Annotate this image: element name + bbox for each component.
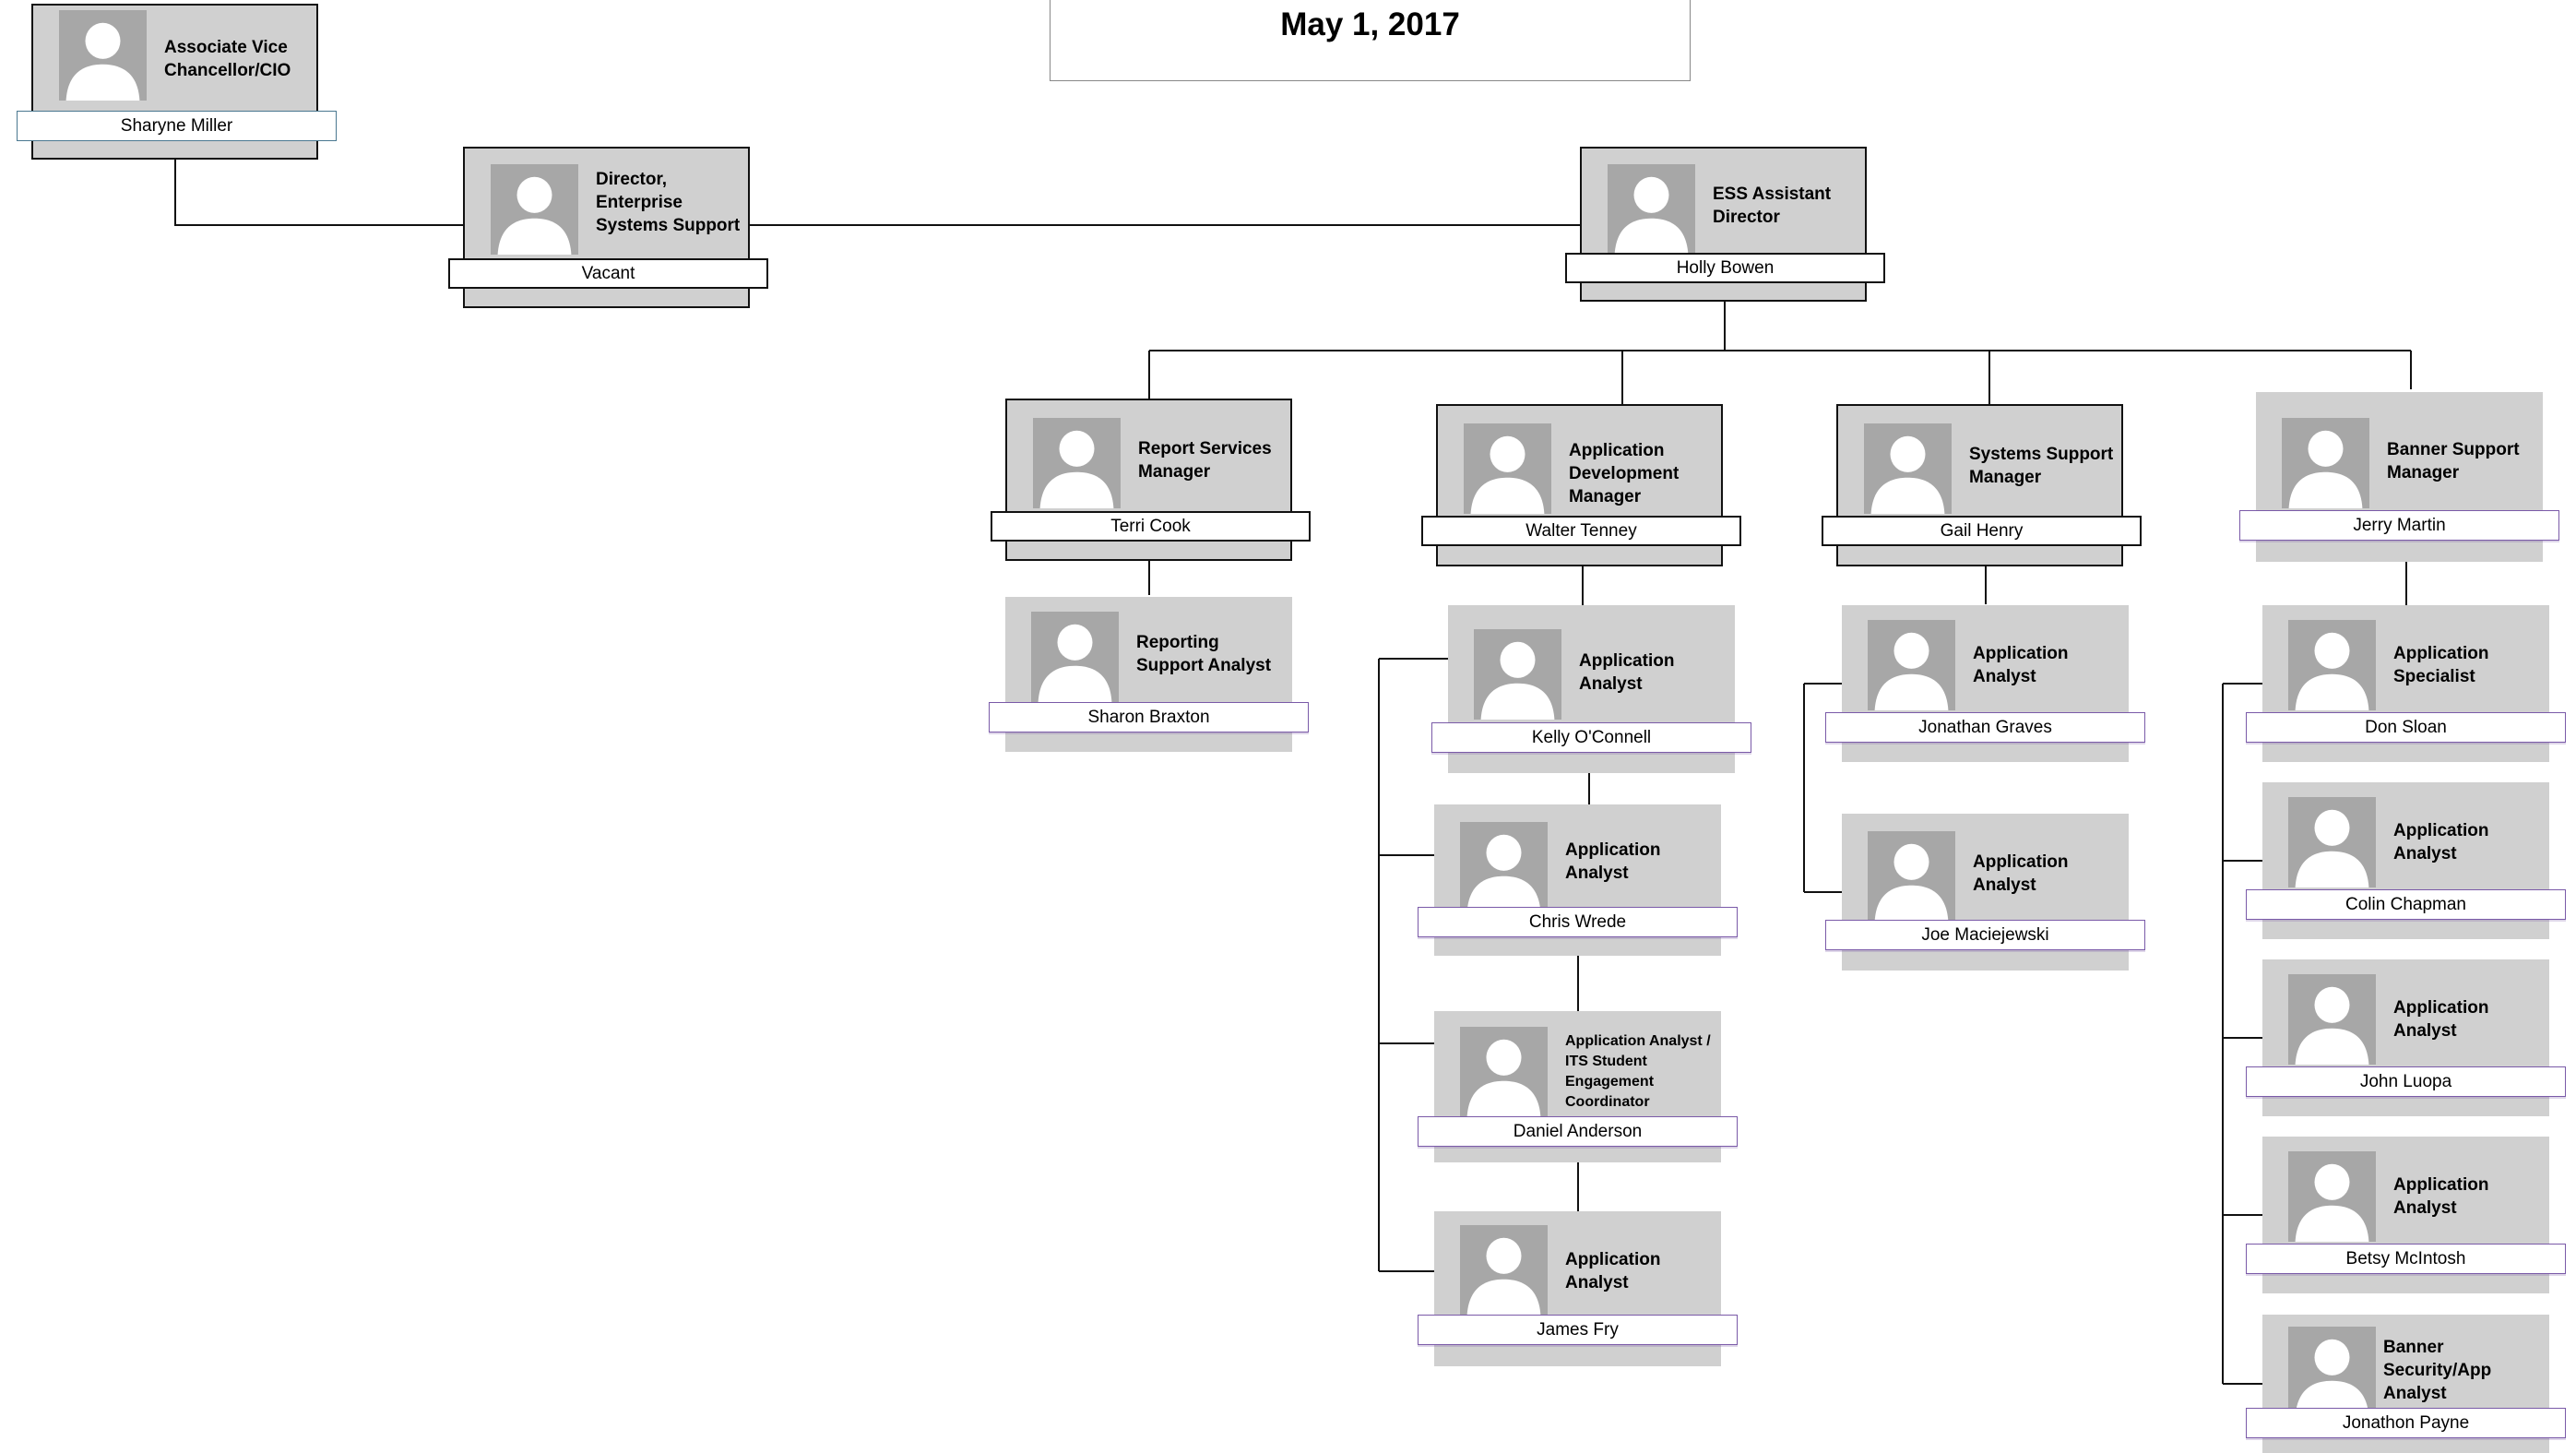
position-title: Application Analyst bbox=[2393, 1175, 2489, 1218]
position-name: Jonathan Graves bbox=[1825, 712, 2145, 743]
position-card-systems-support-manager[interactable]: Systems Support Manager Gail Henry bbox=[1822, 404, 2142, 566]
person-placeholder-icon bbox=[1460, 1225, 1548, 1316]
person-placeholder-icon bbox=[2288, 974, 2376, 1065]
position-name: Gail Henry bbox=[1822, 516, 2142, 546]
position-name: Terri Cook bbox=[991, 511, 1311, 542]
person-placeholder-icon bbox=[2288, 1151, 2376, 1242]
position-name: Daniel Anderson bbox=[1418, 1116, 1738, 1147]
position-card-report-services-manager[interactable]: Report Services Manager Terri Cook bbox=[991, 399, 1311, 561]
person-placeholder-icon bbox=[2288, 797, 2376, 887]
position-name: Colin Chapman bbox=[2246, 889, 2566, 920]
position-card-don-sloan[interactable]: Application Specialist Don Sloan bbox=[2246, 605, 2566, 762]
person-placeholder-icon bbox=[1608, 164, 1695, 255]
position-card-cio[interactable]: Associate Vice Chancellor/CIO Sharyne Mi… bbox=[17, 4, 337, 160]
position-card-colin-chapman[interactable]: Application Analyst Colin Chapman bbox=[2246, 782, 2566, 939]
position-title: Application Analyst bbox=[1565, 840, 1661, 883]
position-name: Sharon Braxton bbox=[989, 702, 1309, 732]
header-box: May 1, 2017 bbox=[1050, 0, 1691, 81]
person-placeholder-icon bbox=[1474, 629, 1561, 720]
position-name: Sharyne Miller bbox=[17, 111, 337, 141]
person-placeholder-icon bbox=[1033, 418, 1121, 508]
position-card-director[interactable]: Director, Enterprise Systems Support Vac… bbox=[448, 147, 768, 308]
position-title: Application Analyst bbox=[1579, 651, 1675, 694]
person-placeholder-icon bbox=[1868, 831, 1955, 922]
position-card-assistant-director[interactable]: ESS Assistant Director Holly Bowen bbox=[1565, 147, 1885, 302]
position-card-james-fry[interactable]: Application Analyst James Fry bbox=[1418, 1211, 1738, 1366]
position-title: Report Services Manager bbox=[1138, 439, 1272, 482]
position-card-daniel-anderson[interactable]: Application Analyst / ITS Student Engage… bbox=[1418, 1011, 1738, 1162]
position-title: Application Analyst bbox=[2393, 998, 2489, 1041]
person-placeholder-icon bbox=[2288, 620, 2376, 710]
position-title: Application Development Manager bbox=[1569, 441, 1680, 506]
position-name: Jonathon Payne bbox=[2246, 1408, 2566, 1438]
position-card-chris-wrede[interactable]: Application Analyst Chris Wrede bbox=[1418, 804, 1738, 956]
position-card-application-development-manager[interactable]: Application Development Manager Walter T… bbox=[1421, 404, 1741, 566]
position-name: Don Sloan bbox=[2246, 712, 2566, 743]
position-card-banner-support-manager[interactable]: Banner Support Manager Jerry Martin bbox=[2239, 392, 2559, 562]
person-placeholder-icon bbox=[1031, 612, 1119, 702]
position-name: Kelly O'Connell bbox=[1431, 722, 1751, 753]
position-title: Director, Enterprise Systems Support bbox=[596, 169, 741, 235]
person-placeholder-icon bbox=[2288, 1327, 2376, 1417]
position-title: Application Specialist bbox=[2393, 644, 2489, 686]
person-placeholder-icon bbox=[1864, 423, 1952, 514]
position-card-jonathon-payne[interactable]: Banner Security/App Analyst Jonathon Pay… bbox=[2246, 1315, 2566, 1453]
position-title: Banner Support Manager bbox=[2387, 440, 2520, 482]
position-title: Application Analyst bbox=[1565, 1250, 1661, 1292]
position-title: Systems Support Manager bbox=[1969, 445, 2114, 487]
person-placeholder-icon bbox=[1464, 423, 1551, 514]
position-name: Betsy McIntosh bbox=[2246, 1244, 2566, 1274]
position-title: Reporting Support Analyst bbox=[1136, 633, 1272, 675]
position-title: Banner Security/App Analyst bbox=[2383, 1337, 2492, 1403]
position-card-john-luopa[interactable]: Application Analyst John Luopa bbox=[2246, 959, 2566, 1116]
position-card-jonathan-graves[interactable]: Application Analyst Jonathan Graves bbox=[1825, 605, 2145, 762]
person-placeholder-icon bbox=[1460, 1027, 1548, 1117]
position-card-kelly-oconnell[interactable]: Application Analyst Kelly O'Connell bbox=[1431, 605, 1751, 773]
position-card-betsy-mcintosh[interactable]: Application Analyst Betsy McIntosh bbox=[2246, 1137, 2566, 1293]
position-title: Application Analyst bbox=[2393, 821, 2489, 863]
position-name: Chris Wrede bbox=[1418, 907, 1738, 937]
position-card-joe-maciejewski[interactable]: Application Analyst Joe Maciejewski bbox=[1825, 814, 2145, 971]
position-title: ESS Assistant Director bbox=[1713, 185, 1832, 227]
chart-date: May 1, 2017 bbox=[1280, 6, 1460, 42]
position-name: James Fry bbox=[1418, 1315, 1738, 1345]
position-name: Jerry Martin bbox=[2239, 510, 2559, 541]
position-title: Application Analyst / ITS Student Engage… bbox=[1565, 1033, 1711, 1110]
person-placeholder-icon bbox=[1868, 620, 1955, 710]
position-card-reporting-support-analyst[interactable]: Reporting Support Analyst Sharon Braxton bbox=[989, 597, 1309, 752]
position-title: Associate Vice Chancellor/CIO bbox=[164, 38, 291, 80]
person-placeholder-icon bbox=[2282, 418, 2369, 508]
position-name: John Luopa bbox=[2246, 1066, 2566, 1097]
position-name: Vacant bbox=[448, 258, 768, 289]
position-title: Application Analyst bbox=[1973, 852, 2069, 895]
position-title: Application Analyst bbox=[1973, 644, 2069, 686]
position-name: Joe Maciejewski bbox=[1825, 920, 2145, 950]
position-name: Walter Tenney bbox=[1421, 516, 1741, 546]
person-placeholder-icon bbox=[59, 10, 147, 101]
person-placeholder-icon bbox=[491, 164, 578, 255]
person-placeholder-icon bbox=[1460, 822, 1548, 912]
position-name: Holly Bowen bbox=[1565, 253, 1885, 283]
